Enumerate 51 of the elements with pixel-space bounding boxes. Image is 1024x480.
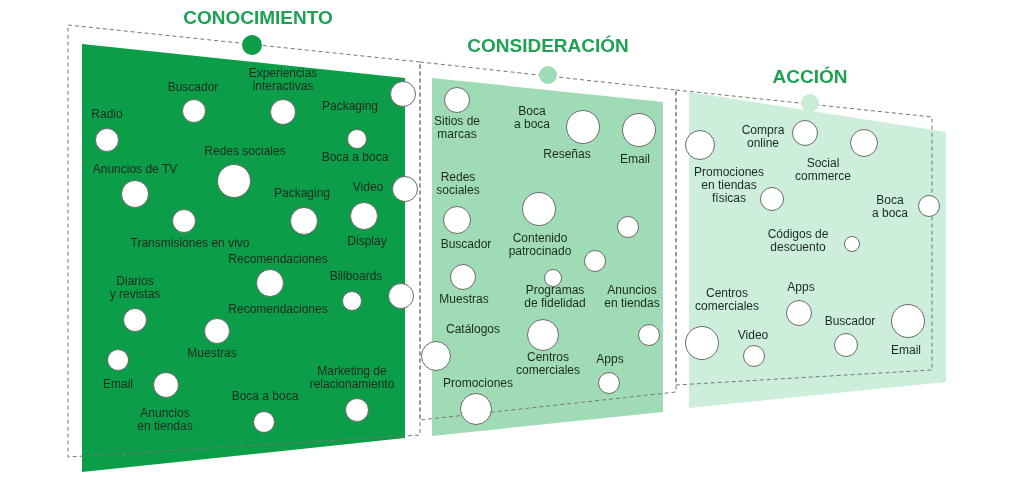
- touchpoint-label: Transmisiones en vivo: [130, 237, 250, 251]
- touchpoint-label: Boca a boca: [321, 151, 389, 165]
- touchpoint-label: Video: [352, 181, 384, 195]
- touchpoint-label: Email: [891, 344, 921, 358]
- touchpoint-label: Anuncios en tiendas: [604, 283, 660, 311]
- touchpoint-circle: [421, 341, 451, 371]
- touchpoint-label: Apps: [596, 353, 624, 367]
- stage-title: ACCIÓN: [772, 66, 848, 88]
- touchpoint-label: Centros comerciales: [516, 350, 580, 378]
- touchpoint-label: Redes sociales: [204, 145, 286, 159]
- touchpoint-label: Centros comerciales: [695, 286, 759, 314]
- touchpoint-label: Boca a boca: [872, 193, 908, 221]
- touchpoint-label: Buscador: [167, 81, 219, 95]
- touchpoint-label: Email: [620, 153, 650, 167]
- touchpoint-label: Muestras: [439, 293, 489, 307]
- touchpoint-label: Compra online: [741, 123, 785, 151]
- stage-marker: [539, 66, 557, 84]
- touchpoint-label: Buscador: [440, 238, 492, 252]
- stage-title: CONSIDERACIÓN: [467, 35, 629, 57]
- touchpoint-label: Promociones: [443, 377, 513, 391]
- touchpoint-label: Anuncios en tiendas: [137, 406, 193, 434]
- touchpoint-label: Packaging: [322, 100, 378, 114]
- touchpoint-label: Programas de fidelidad: [524, 283, 586, 311]
- touchpoint-label: Packaging: [274, 187, 330, 201]
- touchpoint-label: Experiencias interactivas: [248, 66, 318, 94]
- touchpoint-label: Radio: [91, 108, 123, 122]
- touchpoint-label: Buscador: [824, 315, 876, 329]
- touchpoint-label: Redes sociales: [436, 170, 480, 198]
- touchpoint-label: Reseñas: [543, 148, 591, 162]
- stage-marker: [242, 35, 262, 55]
- touchpoint-label: Recomendaciones: [228, 303, 328, 317]
- touchpoint-label: Billboards: [329, 270, 383, 284]
- touchpoint-label: Apps: [787, 281, 815, 295]
- stage-marker: [801, 94, 819, 112]
- touchpoint-label: Contenido patrocinado: [508, 231, 572, 259]
- touchpoint-label: Email: [103, 378, 133, 392]
- touchpoint-label: Diarios y revistas: [109, 274, 161, 302]
- touchpoint-label: Boca a boca: [231, 390, 299, 404]
- touchpoint-label: Muestras: [187, 347, 237, 361]
- touchpoint-label: Marketing de relacionamiento: [309, 364, 395, 392]
- touchpoint-label: Display: [347, 235, 387, 249]
- stage-title: CONOCIMIENTO: [183, 7, 333, 29]
- touchpoint-label: Promociones en tiendas físicas: [694, 166, 764, 206]
- touchpoint-label: Social commerce: [795, 156, 851, 184]
- touchpoint-label: Sitios de marcas: [434, 114, 480, 142]
- touchpoint-label: Códigos de descuento: [767, 227, 829, 255]
- touchpoint-label: Recomendaciones: [228, 253, 328, 267]
- touchpoint-label: Boca a boca: [514, 104, 550, 132]
- touchpoint-label: Catálogos: [446, 323, 500, 337]
- touchpoint-label: Anuncios de TV: [92, 163, 178, 177]
- touchpoint-label: Video: [737, 329, 769, 343]
